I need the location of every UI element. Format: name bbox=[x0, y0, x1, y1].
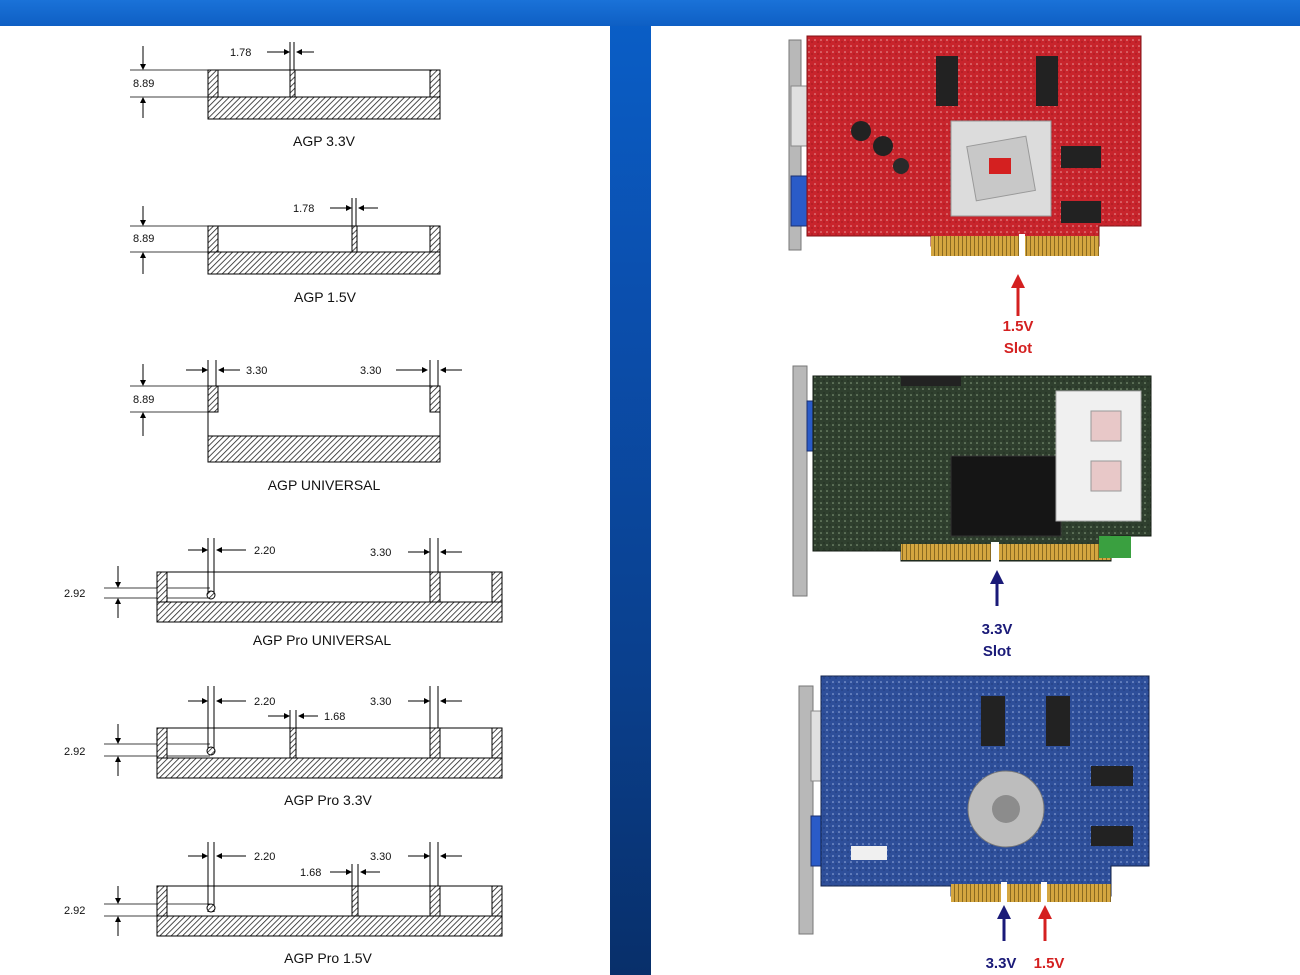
dim-b: 3.30 bbox=[370, 547, 391, 559]
diagram-title: AGP Pro 3.3V bbox=[284, 792, 372, 808]
diagram-title: AGP Pro UNIVERSAL bbox=[253, 632, 391, 648]
dim-b: 3.30 bbox=[360, 365, 381, 377]
diagram-title: AGP 1.5V bbox=[294, 289, 357, 305]
dim-c: 1.68 bbox=[300, 867, 321, 879]
diagram-agp-pro-3v3: 2.92 2.20 3.30 1.68 AGP Pro 3.3V bbox=[64, 686, 503, 808]
slot-voltage-label-1v5: 1.5V bbox=[1034, 955, 1065, 972]
slot-voltage-label-3v3: 3.3V bbox=[986, 955, 1017, 972]
dim-a: 1.78 bbox=[230, 47, 251, 59]
dim-height: 8.89 bbox=[133, 394, 154, 406]
red-graphics-card bbox=[788, 35, 1142, 258]
dim-a: 2.20 bbox=[254, 851, 275, 863]
slot-type-label: Slot bbox=[1004, 340, 1032, 357]
diagram-title: AGP UNIVERSAL bbox=[268, 477, 381, 493]
slot-pointer-3v3: 3.3V Slot bbox=[982, 570, 1013, 660]
slot-pointer-1v5: 1.5V Slot bbox=[1003, 274, 1034, 357]
slot-diagrams-svg: 8.89 1.78 AGP 3.3V 8.89 1.78 A bbox=[64, 42, 503, 966]
dim-a: 1.78 bbox=[293, 203, 314, 215]
slot-voltage-label: 1.5V bbox=[1003, 318, 1034, 335]
diagram-agp-1v5: 8.89 1.78 AGP 1.5V bbox=[130, 198, 441, 305]
green-graphics-card bbox=[792, 365, 1152, 597]
dim-height: 2.92 bbox=[64, 905, 85, 917]
blue-graphics-card bbox=[798, 675, 1150, 935]
diagram-agp-pro-1v5: 2.92 2.20 3.30 1.68 AGP Pro 1.5V bbox=[64, 842, 503, 966]
diagram-agp-pro-universal: 2.92 2.20 3.30 AGP Pro UNIVERSAL bbox=[64, 538, 503, 648]
diagram-title: AGP Pro 1.5V bbox=[284, 950, 372, 966]
dim-height: 2.92 bbox=[64, 746, 85, 758]
slot-diagram-panel: 8.89 1.78 AGP 3.3V 8.89 1.78 A bbox=[0, 26, 610, 975]
card-photo-panel: 1.5V Slot 3.3V Slot bbox=[651, 26, 1300, 975]
dim-c: 1.68 bbox=[324, 711, 345, 723]
slot-voltage-label: 3.3V bbox=[982, 621, 1013, 638]
dim-b: 3.30 bbox=[370, 696, 391, 708]
dim-height: 2.92 bbox=[64, 588, 85, 600]
diagram-title: AGP 3.3V bbox=[293, 133, 356, 149]
dim-height: 8.89 bbox=[133, 233, 154, 245]
dim-a: 2.20 bbox=[254, 545, 275, 557]
dim-height: 8.89 bbox=[133, 78, 154, 90]
dim-a: 3.30 bbox=[246, 365, 267, 377]
slot-pointer-dual: 3.3V 1.5V bbox=[986, 905, 1065, 972]
diagram-agp-universal: 8.89 3.30 3.30 AGP UNIVERSAL bbox=[130, 360, 462, 493]
slot-type-label: Slot bbox=[983, 643, 1011, 660]
diagram-agp-3v3: 8.89 1.78 AGP 3.3V bbox=[130, 42, 441, 149]
top-title-bar bbox=[0, 0, 1300, 26]
card-illustrations-svg: 1.5V Slot 3.3V Slot bbox=[788, 35, 1152, 972]
dim-b: 3.30 bbox=[370, 851, 391, 863]
dim-a: 2.20 bbox=[254, 696, 275, 708]
